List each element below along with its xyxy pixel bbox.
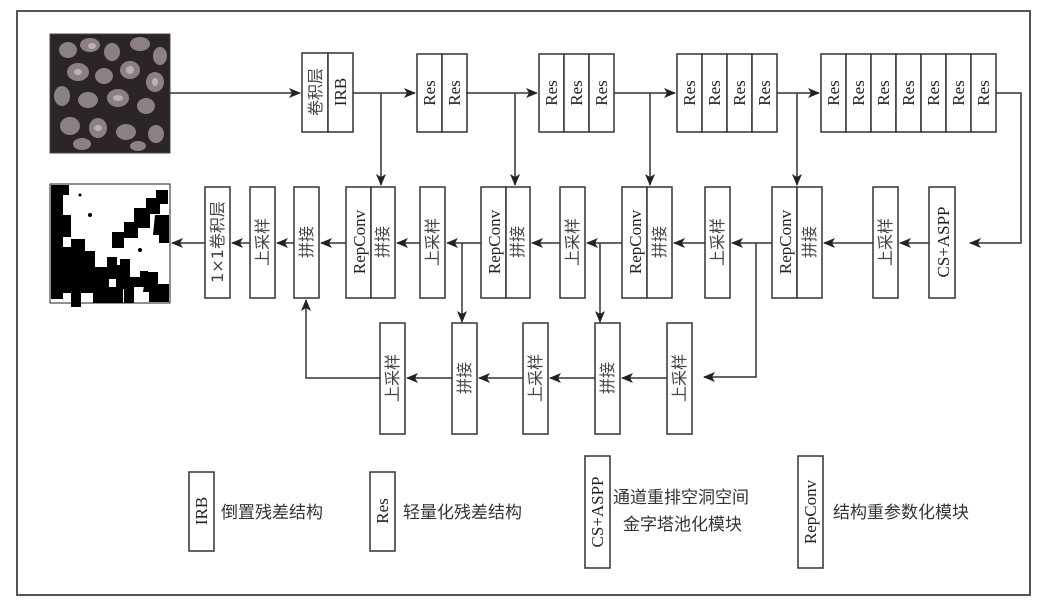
upsample-label: 上采样 <box>526 354 545 402</box>
legend: IRB 倒置残差结构 Res 轻量化残差结构 CS+ASPP 通道重排空洞空间 … <box>188 455 969 569</box>
legend-description-line1: 通道重排空洞空间 <box>613 488 749 508</box>
legend-description: 轻量化残差结构 <box>403 503 522 523</box>
res-block <box>726 53 753 133</box>
res-label: Res <box>680 80 699 106</box>
concat-label: 拼接 <box>373 226 392 258</box>
decoder-lower-row: 上采样 拼接 上采样 拼接 上采样 <box>379 322 693 435</box>
repconv-block <box>480 186 507 299</box>
upsample-label: 上采样 <box>708 218 727 266</box>
res-label: Res <box>542 80 561 106</box>
res-block <box>751 53 778 133</box>
res-label: Res <box>705 80 724 106</box>
stem-block: 卷积层 IRB <box>301 52 354 133</box>
repconv-label: RepConv <box>350 209 369 274</box>
concat-label: 拼接 <box>598 362 617 394</box>
res-label: Res <box>924 80 943 106</box>
repconv-block <box>621 186 648 299</box>
stem-irb-label: IRB <box>331 78 350 106</box>
legend-symbol: RepConv <box>801 479 820 544</box>
legend-item-cs-aspp: CS+ASPP 通道重排空洞空间 金字塔池化模块 <box>584 455 749 569</box>
figure-frame <box>16 10 1031 596</box>
decoder-main-connections <box>171 238 929 382</box>
arrow-stage4-to-csaspp <box>969 92 1022 248</box>
res-label: Res <box>445 80 464 106</box>
res-label: Res <box>949 80 968 106</box>
res-label: Res <box>974 80 993 106</box>
concat-label: 拼接 <box>508 226 527 258</box>
concat-block <box>451 322 478 435</box>
legend-symbol: CS+ASPP <box>588 476 607 547</box>
res-label: Res <box>420 80 439 106</box>
encoder-connections <box>170 88 1022 248</box>
legend-symbol: Res <box>373 498 392 524</box>
cs-aspp-label: CS+ASPP <box>934 206 953 277</box>
concat-label: 拼接 <box>800 226 819 258</box>
concat-block <box>370 186 396 299</box>
res-label: Res <box>592 80 611 106</box>
concat-block <box>505 186 531 299</box>
upsample-label: 上采样 <box>253 218 272 266</box>
upsample-block <box>704 186 731 299</box>
legend-item-irb: IRB 倒置残差结构 <box>188 471 323 552</box>
decoder-lower-connections <box>301 299 667 383</box>
repconv-label: RepConv <box>626 209 645 274</box>
res-label: Res <box>899 80 918 106</box>
res-block <box>563 53 590 133</box>
encoder-stage-3: Res Res Res Res <box>676 53 778 133</box>
upsample-label: 上采样 <box>423 218 442 266</box>
encoder-stage-2: Res Res Res <box>538 53 615 133</box>
res-block <box>970 53 997 133</box>
legend-description-line2: 金字塔池化模块 <box>623 515 742 535</box>
legend-symbol: IRB <box>192 497 211 525</box>
input-image <box>49 33 171 154</box>
upsample-block <box>379 322 406 435</box>
conv1x1-block <box>204 186 231 299</box>
concat-label: 拼接 <box>650 226 669 258</box>
upsample-label: 上采样 <box>563 218 582 266</box>
cs-aspp-block <box>928 186 956 299</box>
legend-description: 倒置残差结构 <box>221 503 323 523</box>
upsample-label: 上采样 <box>876 218 895 266</box>
res-block <box>870 53 897 133</box>
upsample-label: 上采样 <box>670 354 689 402</box>
concat-label: 拼接 <box>297 226 316 258</box>
encoder-stage-1: Res Res <box>416 53 468 133</box>
upsample-block <box>666 322 693 435</box>
res-block <box>845 53 872 133</box>
res-label: Res <box>824 80 843 106</box>
encoder-stage-4: Res Res Res Res Res Res Res <box>820 53 997 133</box>
res-label: Res <box>755 80 774 106</box>
concat-block <box>646 186 673 299</box>
concat-label: 拼接 <box>455 362 474 394</box>
concat-block <box>796 186 823 299</box>
res-block <box>945 53 972 133</box>
res-label: Res <box>874 80 893 106</box>
repconv-label: RepConv <box>776 209 795 274</box>
res-label: Res <box>730 80 749 106</box>
final-concat-block <box>293 186 320 299</box>
legend-item-repconv: RepConv 结构重参数化模块 <box>797 455 969 569</box>
stem-conv-label: 卷积层 <box>306 68 325 116</box>
repconv-label: RepConv <box>485 209 504 274</box>
output-image <box>49 183 171 307</box>
res-block <box>920 53 947 133</box>
legend-description: 结构重参数化模块 <box>833 503 969 523</box>
upsample-label: 上采样 <box>383 354 402 402</box>
res-block <box>676 53 703 133</box>
res-label: Res <box>567 80 586 106</box>
legend-item-res: Res 轻量化残差结构 <box>369 471 522 552</box>
upsample-block <box>419 186 446 299</box>
conv1x1-label: 1×1卷积层 <box>208 201 227 283</box>
res-block <box>416 53 443 133</box>
res-label: Res <box>849 80 868 106</box>
